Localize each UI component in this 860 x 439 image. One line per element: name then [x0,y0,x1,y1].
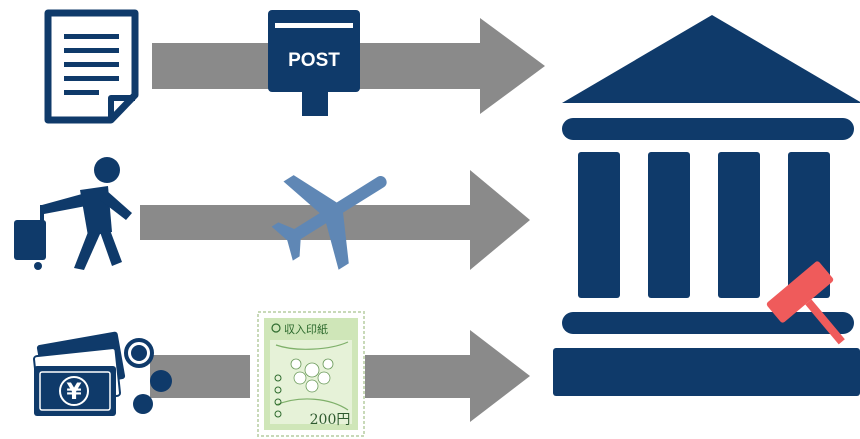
airplane-icon [271,175,387,270]
stamp-value: 200円 [310,412,351,428]
post-box-label: POST [288,50,340,71]
gavel-icon [766,261,845,345]
post-box-icon: POST [268,10,360,116]
arrow-row-3 [150,355,250,398]
stamp-title: 収入印紙 [284,322,328,336]
traveler-icon [14,157,132,270]
document-icon [44,9,139,124]
money-coins-icon: ¥ [33,331,172,416]
arrow-row-3-head [365,330,530,422]
revenue-stamp-icon: 収入印紙 200円 [257,311,365,437]
yen-sign: ¥ [66,380,82,405]
courthouse-icon [553,15,860,396]
